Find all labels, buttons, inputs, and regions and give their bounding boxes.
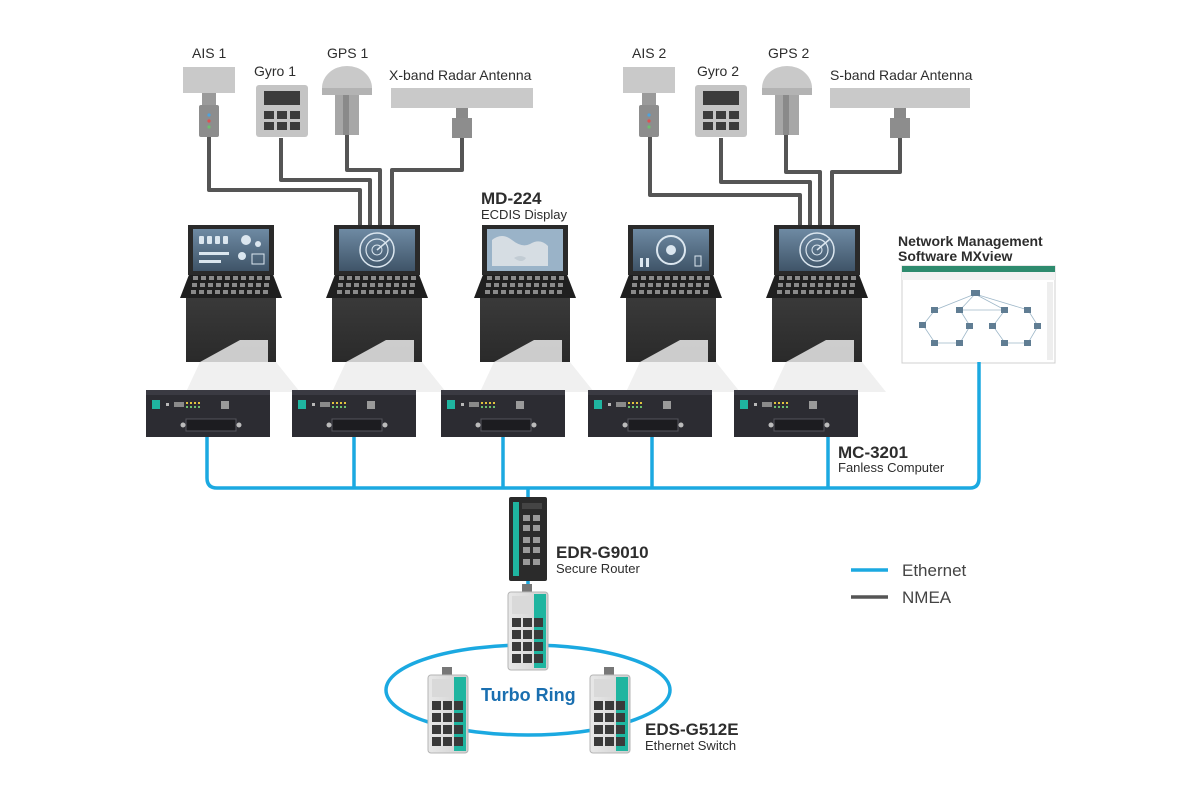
eds-switch-3 (589, 667, 631, 754)
gps2-antenna (762, 66, 812, 135)
mxview-window (901, 265, 1056, 364)
display-desc-label: ECDIS Display (481, 207, 567, 222)
gps2-label: GPS 2 (768, 45, 809, 61)
xband-label: X-band Radar Antenna (389, 67, 532, 83)
nms-label-line1: Network Management (898, 233, 1043, 249)
mc3201-computer-4 (588, 390, 712, 437)
gyro1-unit (256, 85, 308, 137)
legend (851, 568, 888, 599)
consoles (180, 225, 886, 392)
console-screen (193, 229, 269, 271)
computer-desc-label: Fanless Computer (838, 460, 945, 475)
legend-nmea-label: NMEA (902, 588, 952, 607)
turbo-ring-label: Turbo Ring (481, 685, 576, 705)
switch-desc-label: Ethernet Switch (645, 738, 736, 753)
nmea-cables (207, 135, 902, 225)
nms-label-line2: Software MXview (898, 248, 1012, 264)
ais2-unit (623, 67, 675, 137)
mc3201-computer-2 (292, 390, 416, 437)
eds-switch-2 (427, 667, 469, 754)
router-model-label: EDR-G9010 (556, 543, 649, 562)
console-1 (180, 225, 300, 392)
ais2-label: AIS 2 (632, 45, 666, 61)
mc3201-computer-3 (441, 390, 565, 437)
sband-label: S-band Radar Antenna (830, 67, 973, 83)
fanless-computers (146, 390, 858, 437)
mc3201-computer-5 (734, 390, 858, 437)
console-2 (326, 225, 446, 392)
eds-switch-1 (507, 584, 549, 671)
edr-g9010-router (509, 497, 547, 581)
gyro1-label: Gyro 1 (254, 63, 296, 79)
ais1-unit (183, 67, 235, 137)
gps1-antenna (322, 66, 372, 135)
console-3 (474, 225, 594, 392)
gyro2-label: Gyro 2 (697, 63, 739, 79)
console-4 (620, 225, 740, 392)
console-5 (766, 225, 886, 392)
eds-g512e-switches (427, 584, 631, 754)
display-model-label: MD-224 (481, 189, 542, 208)
switch-model-label: EDS-G512E (645, 720, 739, 739)
gps1-label: GPS 1 (327, 45, 368, 61)
legend-ethernet-label: Ethernet (902, 561, 967, 580)
ethernet-cables (205, 362, 981, 592)
gyro2-unit (695, 85, 747, 137)
computer-model-label: MC-3201 (838, 443, 908, 462)
router-desc-label: Secure Router (556, 561, 640, 576)
sband-radar-antenna (830, 88, 970, 138)
ais1-label: AIS 1 (192, 45, 226, 61)
mc3201-computer-1 (146, 390, 270, 437)
xband-radar-antenna (391, 88, 533, 138)
